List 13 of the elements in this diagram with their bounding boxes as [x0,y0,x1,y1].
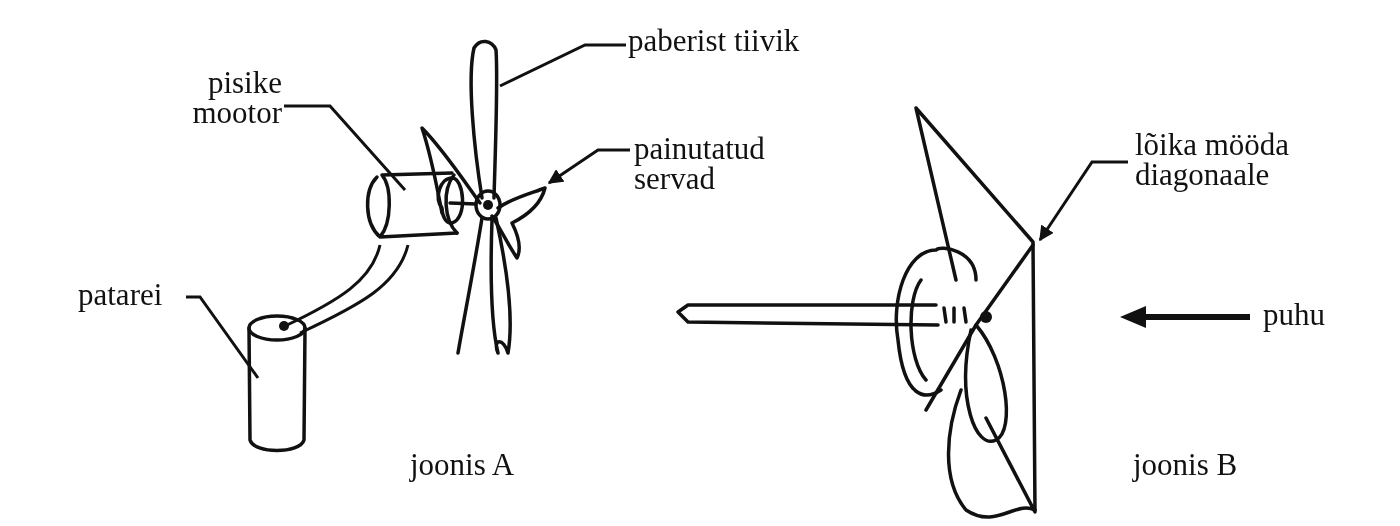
callout-label: patarei [78,280,188,310]
leader-line [186,295,260,379]
callout-label: paberist tiivik [628,26,848,56]
leader-line [1038,160,1128,242]
leader-line [499,43,626,88]
leader-line [284,104,407,191]
callout-label: lõika mööda diagonaale [1135,130,1335,190]
figure-caption: joonis B [1133,450,1238,480]
callout-label: painutatud servad [634,134,774,194]
instruction-label: puhu [1263,300,1325,330]
figure-caption: joonis A [410,450,515,480]
leader-line [547,148,630,185]
callout-label: pisike mootor [140,68,282,128]
